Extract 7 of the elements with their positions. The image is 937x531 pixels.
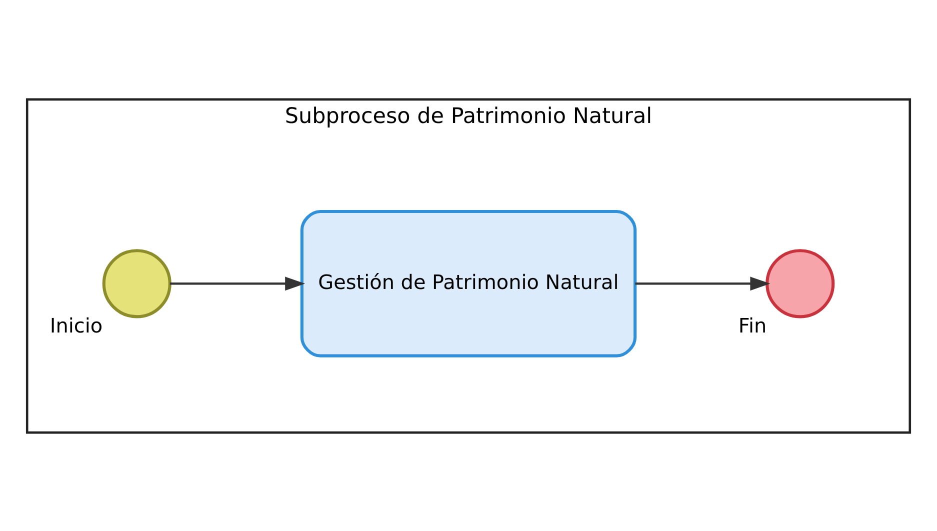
- arrow: [170, 276, 306, 290]
- arrow: [635, 276, 770, 290]
- node-circle: [766, 248, 835, 318]
- node-label: Fin: [738, 313, 767, 338]
- node-label: Inicio: [50, 313, 103, 338]
- node-box: Gestión de Patrimonio Natural: [300, 209, 637, 357]
- node-circle: [102, 248, 172, 318]
